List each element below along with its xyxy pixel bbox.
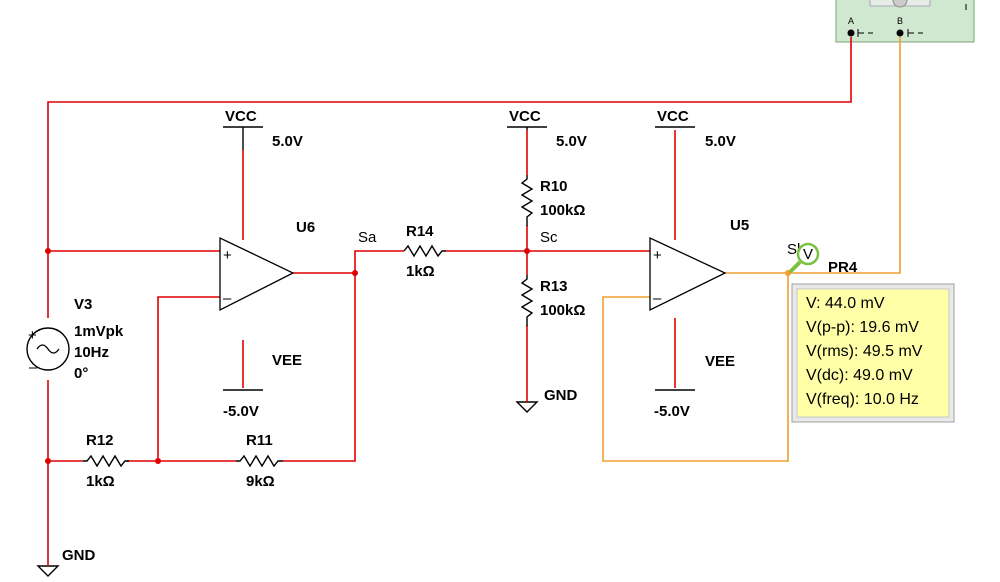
r10-value: 100kΩ (540, 202, 585, 219)
oscilloscope-body[interactable] (835, 0, 975, 43)
wire-r11-right (283, 273, 356, 462)
sine-icon (36, 344, 60, 354)
svg-text:–: – (223, 290, 232, 307)
wire-u5-out (725, 37, 901, 274)
resistor-r12 (83, 454, 129, 468)
probe-icon (796, 242, 820, 266)
resistor-r14 (403, 244, 446, 258)
readout-vfreq: V(freq): 10.0 Hz (806, 391, 919, 408)
r12-label: R12 (86, 432, 114, 449)
channel-b-label: B (897, 16, 903, 26)
gnd-left-label: GND (62, 547, 96, 564)
orange-wires (602, 37, 901, 462)
probe-pr4[interactable]: V (788, 242, 820, 274)
resistor-r11 (236, 454, 283, 468)
resistor-r10 (520, 175, 534, 226)
readout-vpp: V(p-p): 19.6 mV (806, 319, 919, 336)
svg-text:+: + (28, 327, 37, 344)
gnd-left-icon (36, 565, 60, 577)
net-sa-label: Sa (358, 229, 377, 246)
wire-top-bus (47, 37, 852, 318)
resistor-zigzags (83, 175, 534, 468)
wire-u5-feedback (602, 273, 789, 462)
v3-amplitude: 1mVpk (74, 323, 124, 340)
u5-vee-label: VEE (705, 353, 735, 370)
source-v3[interactable]: + – (26, 327, 70, 376)
u5-vee-value: -5.0V (654, 403, 690, 420)
u5-vcc-value: 5.0V (705, 133, 736, 150)
channel-a-terminal[interactable] (847, 29, 855, 37)
v3-label: V3 (74, 296, 92, 313)
net-sc-label: Sc (540, 229, 558, 246)
opamp-u5[interactable]: + – (649, 236, 727, 312)
opamp-u6[interactable]: + – (219, 236, 295, 312)
wire-u6-minus (157, 296, 220, 461)
r10-vcc-value: 5.0V (556, 133, 587, 150)
supply-symbols (223, 126, 695, 391)
wire-u6-out (293, 250, 404, 274)
u6-vee-value: -5.0V (223, 403, 259, 420)
junctions (45, 248, 530, 464)
gnd-mid-label: GND (544, 387, 578, 404)
resistor-r13 (520, 275, 534, 326)
readout-vrms: V(rms): 49.5 mV (806, 343, 923, 360)
r12-value: 1kΩ (86, 473, 115, 490)
probe-readout-tooltip: V: 44.0 mV V(p-p): 19.6 mV V(rms): 49.5 … (791, 283, 955, 423)
svg-text:–: – (29, 359, 38, 376)
r14-label: R14 (406, 223, 434, 240)
gnd-mid-icon (515, 401, 539, 413)
channel-b-terminal[interactable] (896, 29, 904, 37)
r14-value: 1kΩ (406, 263, 435, 280)
svg-text:+: + (223, 247, 232, 264)
r10-vcc-label: VCC (509, 108, 541, 125)
r13-value: 100kΩ (540, 302, 585, 319)
svg-text:V: V (803, 246, 813, 263)
u5-vcc-label: VCC (657, 108, 689, 125)
pr4-label: PR4 (828, 259, 858, 276)
r11-label: R11 (246, 432, 273, 449)
r11-value: 9kΩ (246, 473, 275, 490)
readout-vdc: V(dc): 49.0 mV (806, 367, 913, 384)
channel-a-label: A (848, 16, 854, 26)
v3-frequency: 10Hz (74, 344, 109, 361)
u6-vee-label: VEE (272, 352, 302, 369)
oscilloscope[interactable]: A B (835, 0, 975, 43)
oscilloscope-knob[interactable] (892, 0, 908, 8)
svg-text:–: – (653, 290, 662, 307)
r13-label: R13 (540, 278, 568, 295)
red-wires (47, 37, 852, 553)
u6-label: U6 (296, 219, 315, 236)
u6-vcc-value: 5.0V (272, 133, 303, 150)
v3-phase: 0° (74, 365, 88, 382)
u6-vcc-label: VCC (225, 108, 257, 125)
r10-label: R10 (540, 178, 568, 195)
readout-v: V: 44.0 mV (806, 295, 885, 312)
svg-text:+: + (653, 247, 662, 264)
u5-label: U5 (730, 217, 749, 234)
